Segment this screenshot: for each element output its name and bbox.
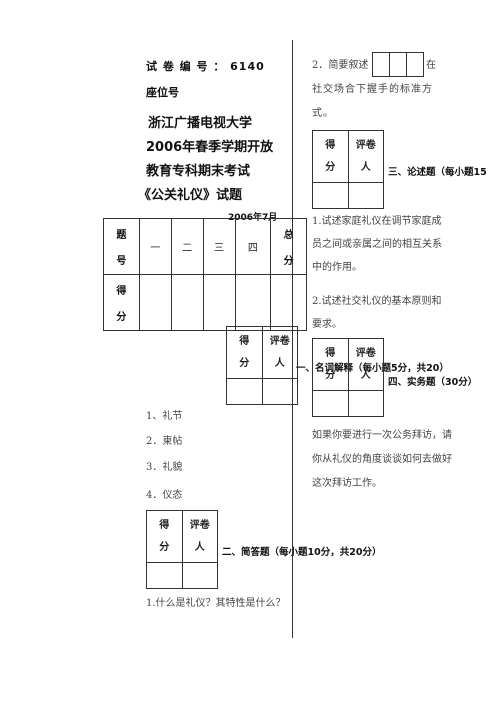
score-cell-3[interactable] [202,274,236,331]
column-divider [292,40,293,638]
section-2-title: 二、简答题（每小题10分，共20分） [222,547,382,558]
score-cell-1[interactable] [138,274,172,331]
header-cell-4: 四 [234,218,272,275]
score-row-label: 得分 [103,274,140,331]
score-input[interactable] [312,182,349,209]
blank-boxes [372,52,424,77]
section-4-title: 四、实务题（30分） [388,377,478,388]
term-item-4: 4．仪态 [146,490,183,501]
score-cell-4[interactable] [234,274,272,331]
score-input[interactable] [146,562,183,589]
score-input[interactable] [226,378,263,405]
short-answer-q2-start: 2．简要叙述 [312,60,369,71]
short-answer-q2-mid: 在 [426,60,436,71]
section-3-title: 三、论述题（每小题15 [388,167,487,178]
header-cell-1: 一 [138,218,172,275]
header-cell-3: 三 [202,218,236,275]
exam-number: 试 卷 编 号 ： 6140 [146,60,265,73]
exam-term: 2006年春季学期开放 [146,140,274,155]
term-item-3: 3．礼貌 [146,462,183,473]
blank-box-3[interactable] [406,52,424,77]
score-cell-2[interactable] [170,274,204,331]
header-cell-question: 题号 [103,218,140,275]
score-input[interactable] [312,390,349,417]
school-name: 浙江广播电视大学 [148,116,253,131]
term-item-2: 2．柬帖 [146,436,183,447]
short-answer-q1: 1.什么是礼仪？其特性是什么？ [146,598,286,609]
score-box-section-3: 得分 评卷人 [312,130,384,209]
blank-box-2[interactable] [389,52,407,77]
score-box-section-2: 得分 评卷人 [146,510,218,589]
score-box-section-1: 得分 评卷人 [226,326,298,405]
score-cell-total[interactable] [270,274,307,331]
essay-q1: 1.试述家庭礼仪在调节家庭成员之间或亲属之间的相互关系中的作用。 [312,216,442,273]
grader-input[interactable] [347,182,384,209]
summary-score-table: 题号 一 二 三 四 总分 得分 [103,218,307,331]
grader-input[interactable] [261,378,298,405]
term-item-1: 1、礼节 [146,411,183,422]
score-box-section-4: 得分 评卷人 [312,338,384,417]
blank-box-1[interactable] [372,52,390,77]
short-answer-q2-end: 社交场合下握手的标准方式。 [312,84,433,119]
header-cell-total: 总分 [270,218,307,275]
essay-q2: 2.试述社交礼仪的基本原则和要求。 [312,296,442,330]
header-cell-2: 二 [170,218,204,275]
grader-input[interactable] [181,562,218,589]
exam-level: 教育专科期末考试 [146,164,251,179]
grader-input[interactable] [347,390,384,417]
seat-number-label: 座位号 [146,86,179,99]
course-title: 《公关礼仪》试题 [138,188,243,203]
practical-question: 如果你要进行一次公务拜访，请你从礼仪的角度谈谈如何去做好这次拜访工作。 [312,430,452,489]
